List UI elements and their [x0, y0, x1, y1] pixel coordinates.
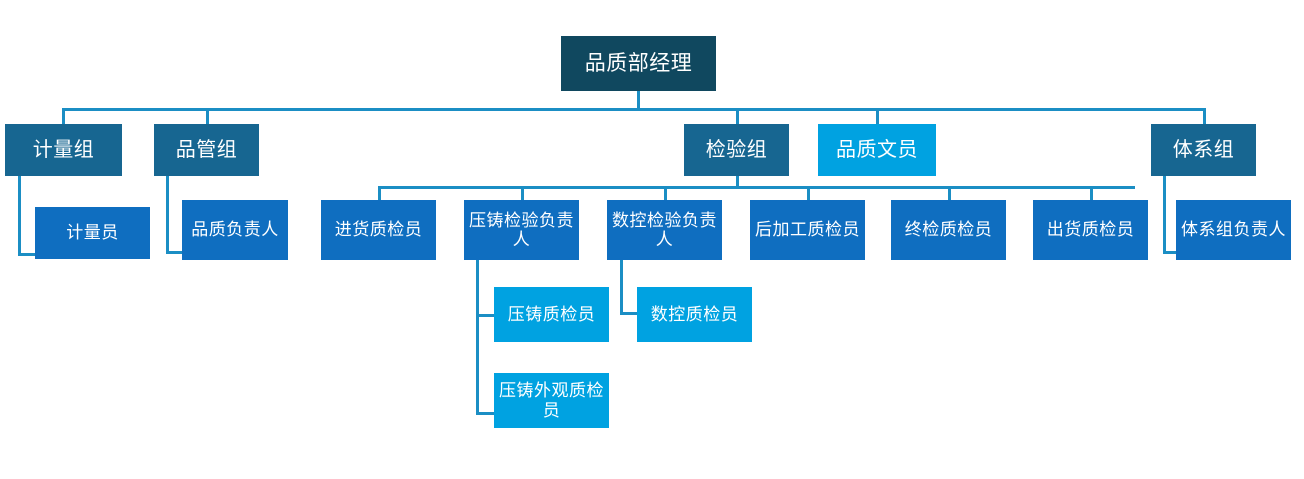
org-node-hjgzjy[interactable]: 后加工质检员 [750, 200, 865, 260]
org-node-yzzjy[interactable]: 压铸质检员 [494, 287, 609, 342]
connector-drop-jyz [736, 108, 739, 124]
org-node-label: 体系组 [1172, 138, 1235, 161]
org-node-label: 检验组 [705, 138, 768, 161]
org-node-yzjyfzr[interactable]: 压铸检验负责人 [464, 200, 579, 260]
org-node-skjyfzr[interactable]: 数控检验负责人 [607, 200, 722, 260]
org-node-txzfzr[interactable]: 体系组负责人 [1176, 200, 1291, 260]
org-node-jlz[interactable]: 计量组 [5, 124, 122, 176]
connector-yzjyfzr-arm-1 [476, 314, 497, 317]
org-node-label: 体系组负责人 [1181, 220, 1286, 240]
org-node-label: 品质部经理 [584, 50, 693, 75]
org-node-label: 品管组 [175, 138, 238, 161]
connector-drop-zjzjy [948, 186, 951, 202]
connector-jlz-trunk [18, 176, 21, 256]
org-node-label: 终检质检员 [904, 220, 993, 240]
connector-yzjyfzr-trunk [476, 260, 479, 415]
connector-jyz-stem [736, 176, 739, 189]
org-node-pzwy[interactable]: 品质文员 [818, 124, 936, 176]
connector-drop-skjyfzr [664, 186, 667, 202]
org-node-label: 品质负责人 [191, 220, 279, 240]
org-node-root[interactable]: 品质部经理 [561, 36, 716, 91]
org-node-jyz[interactable]: 检验组 [684, 124, 789, 176]
org-node-label: 压铸检验负责人 [469, 210, 574, 249]
connector-pgz-trunk [166, 176, 169, 254]
org-node-pzfzr[interactable]: 品质负责人 [182, 200, 288, 260]
connector-drop-jlz [62, 108, 65, 124]
connector-drop-jhzjy [378, 186, 381, 202]
org-node-label: 出货质检员 [1046, 220, 1135, 240]
connector-drop-hjgzjy [807, 186, 810, 202]
connector-txz-trunk [1163, 176, 1166, 254]
org-node-label: 压铸外观质检员 [499, 381, 604, 420]
org-node-txz[interactable]: 体系组 [1151, 124, 1256, 176]
org-node-label: 数控质检员 [650, 304, 739, 324]
connector-skjyfzr-arm [620, 312, 640, 315]
connector-root-stem [637, 91, 640, 110]
org-node-label: 计量员 [66, 223, 119, 243]
org-node-zjzjy[interactable]: 终检质检员 [891, 200, 1006, 260]
connector-drop-pgz [206, 108, 209, 124]
org-node-label: 数控检验负责人 [612, 210, 717, 249]
org-node-jly[interactable]: 计量员 [35, 207, 150, 259]
org-node-skzjy[interactable]: 数控质检员 [637, 287, 752, 342]
connector-drop-txz [1203, 108, 1206, 124]
connector-yzjyfzr-arm-2 [476, 412, 497, 415]
org-node-label: 压铸质检员 [507, 304, 596, 324]
org-node-jhzjy[interactable]: 进货质检员 [321, 200, 436, 260]
connector-drop-chzjy [1090, 186, 1093, 202]
org-node-pgz[interactable]: 品管组 [154, 124, 259, 176]
connector-txz-arm [1163, 251, 1179, 254]
org-node-label: 计量组 [32, 138, 95, 161]
org-node-label: 进货质检员 [334, 220, 423, 240]
org-node-label: 后加工质检员 [755, 220, 860, 240]
connector-pgz-arm [166, 251, 184, 254]
connector-skjyfzr-trunk [620, 260, 623, 315]
connector-level1-bus [62, 108, 1204, 111]
connector-jlz-arm-jly [18, 253, 37, 256]
connector-drop-pzwy [876, 108, 879, 124]
connector-drop-yzjyfzr [521, 186, 524, 202]
org-node-yzwgzjy[interactable]: 压铸外观质检员 [494, 373, 609, 428]
org-node-chzjy[interactable]: 出货质检员 [1033, 200, 1148, 260]
org-node-label: 品质文员 [836, 138, 918, 161]
connector-jyz-bus [378, 186, 1135, 189]
